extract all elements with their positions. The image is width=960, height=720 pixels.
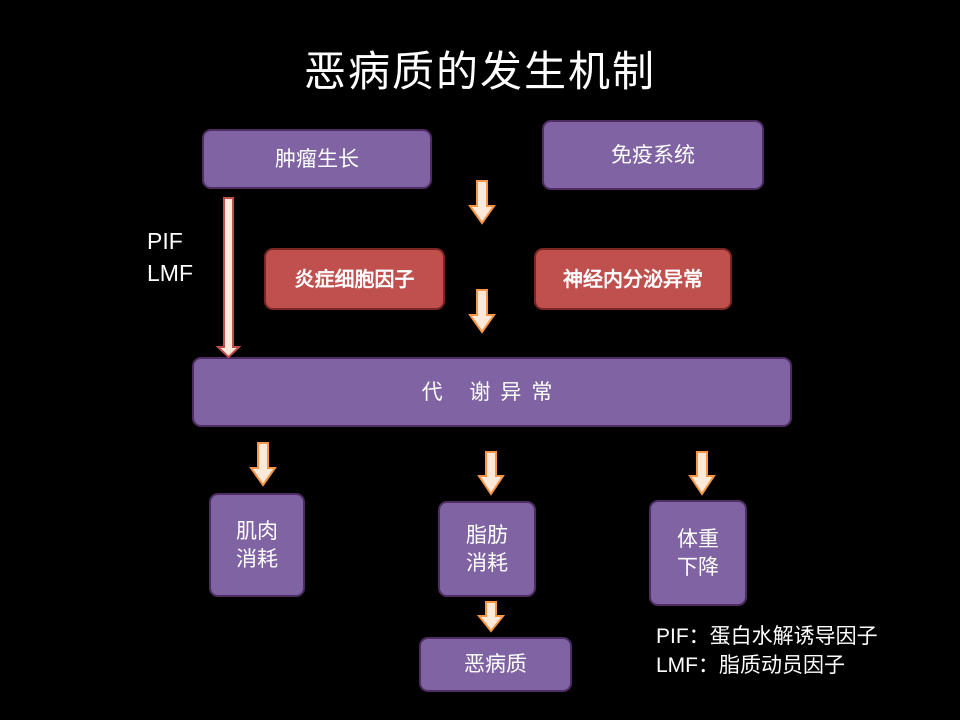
node-immune-system: 免疫系统 bbox=[542, 120, 764, 190]
node-muscle-wasting: 肌肉 消耗 bbox=[209, 493, 305, 597]
page-title: 恶病质的发生机制 bbox=[303, 47, 656, 96]
node-metabolic-label: 代 谢异常 bbox=[421, 379, 563, 404]
arrow-immune-down-2 bbox=[468, 289, 496, 334]
side-label-pif: PIF bbox=[147, 228, 183, 254]
arrow-immune-down-1 bbox=[468, 180, 496, 225]
node-weight-loss-line2: 下降 bbox=[677, 555, 719, 579]
arrow-metabolic-to-weight bbox=[688, 451, 716, 496]
node-weight-loss: 体重 下降 bbox=[649, 500, 747, 606]
node-tumor-growth-label: 肿瘤生长 bbox=[275, 146, 359, 171]
node-muscle-wasting-line1: 肌肉 bbox=[236, 518, 278, 543]
node-inflammatory-factors-label: 炎症细胞因子 bbox=[294, 266, 415, 291]
arrow-metabolic-to-fat bbox=[477, 451, 505, 496]
node-weight-loss-line1: 体重 bbox=[677, 526, 719, 551]
node-inflammatory-factors: 炎症细胞因子 bbox=[264, 248, 445, 310]
node-tumor-growth: 肿瘤生长 bbox=[202, 129, 432, 189]
legend-item-pif: PIF：蛋白水解诱导因子 bbox=[656, 625, 878, 648]
legend-item-lmf: LMF：脂质动员因子 bbox=[656, 654, 845, 677]
node-fat-wasting-line2: 消耗 bbox=[466, 551, 508, 575]
node-cachexia: 恶病质 bbox=[419, 637, 572, 692]
node-muscle-wasting-line2: 消耗 bbox=[236, 547, 278, 571]
legend: PIF：蛋白水解诱导因子 LMF：脂质动员因子 bbox=[656, 622, 878, 680]
node-neuroendocrine-abnormality: 神经内分泌异常 bbox=[534, 248, 732, 310]
arrow-fat-to-cachexia bbox=[476, 601, 506, 633]
node-cachexia-label: 恶病质 bbox=[464, 652, 527, 677]
node-fat-wasting-line1: 脂肪 bbox=[466, 522, 508, 547]
node-neuroendocrine-label: 神经内分泌异常 bbox=[563, 266, 703, 291]
node-metabolic-abnormality: 代 谢异常 bbox=[192, 357, 792, 427]
arrow-tumor-to-metabolic bbox=[215, 197, 242, 359]
side-label-lmf: LMF bbox=[147, 260, 193, 286]
side-label-pif-lmf: PIF LMF bbox=[147, 225, 193, 289]
arrow-metabolic-to-muscle bbox=[249, 442, 277, 487]
node-fat-wasting: 脂肪 消耗 bbox=[438, 501, 536, 597]
node-immune-system-label: 免疫系统 bbox=[611, 142, 695, 167]
